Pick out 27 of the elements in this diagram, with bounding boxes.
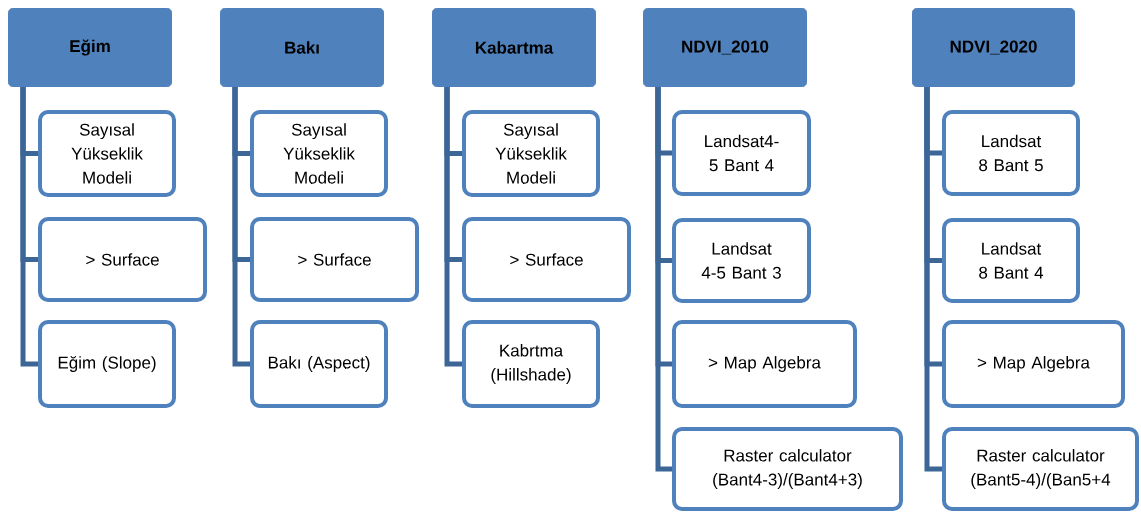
step-box: > Map Algebra xyxy=(942,320,1125,408)
header-box: Kabartma xyxy=(432,8,596,87)
step-box: > Surface xyxy=(250,217,419,302)
step-box: Sayısal Yükseklik Modeli xyxy=(250,110,388,197)
step-box: Landsat 4-5 Bant 3 xyxy=(672,218,811,303)
step-box: > Surface xyxy=(38,217,207,302)
step-box: Eğim (Slope) xyxy=(38,320,176,408)
step-box: Raster calculator (Bant5-4)/(Ban5+4 xyxy=(942,427,1139,511)
header-box: NDVI_2020 xyxy=(912,8,1075,87)
header-box: Bakı xyxy=(220,8,384,87)
step-box: Bakı (Aspect) xyxy=(250,320,388,408)
step-box: Sayısal Yükseklik Modeli xyxy=(462,110,600,197)
step-box: Sayısal Yükseklik Modeli xyxy=(38,110,176,197)
connector-line xyxy=(655,87,672,472)
step-box: > Surface xyxy=(462,217,631,302)
connector-line xyxy=(444,87,462,367)
connector-line xyxy=(20,87,38,367)
step-box: Landsat4-5 Bant 4 xyxy=(672,110,811,196)
step-box: Kabrtma (Hillshade) xyxy=(462,320,600,408)
step-box: Landsat 8 Bant 5 xyxy=(942,110,1080,196)
header-box: NDVI_2010 xyxy=(643,8,807,87)
connector-line xyxy=(232,87,250,367)
step-box: > Map Algebra xyxy=(672,320,857,408)
header-box: Eğim xyxy=(8,8,172,87)
step-box: Landsat 8 Bant 4 xyxy=(942,218,1080,303)
step-box: Raster calculator (Bant4-3)/(Bant4+3) xyxy=(672,427,903,511)
connector-line xyxy=(924,87,942,472)
